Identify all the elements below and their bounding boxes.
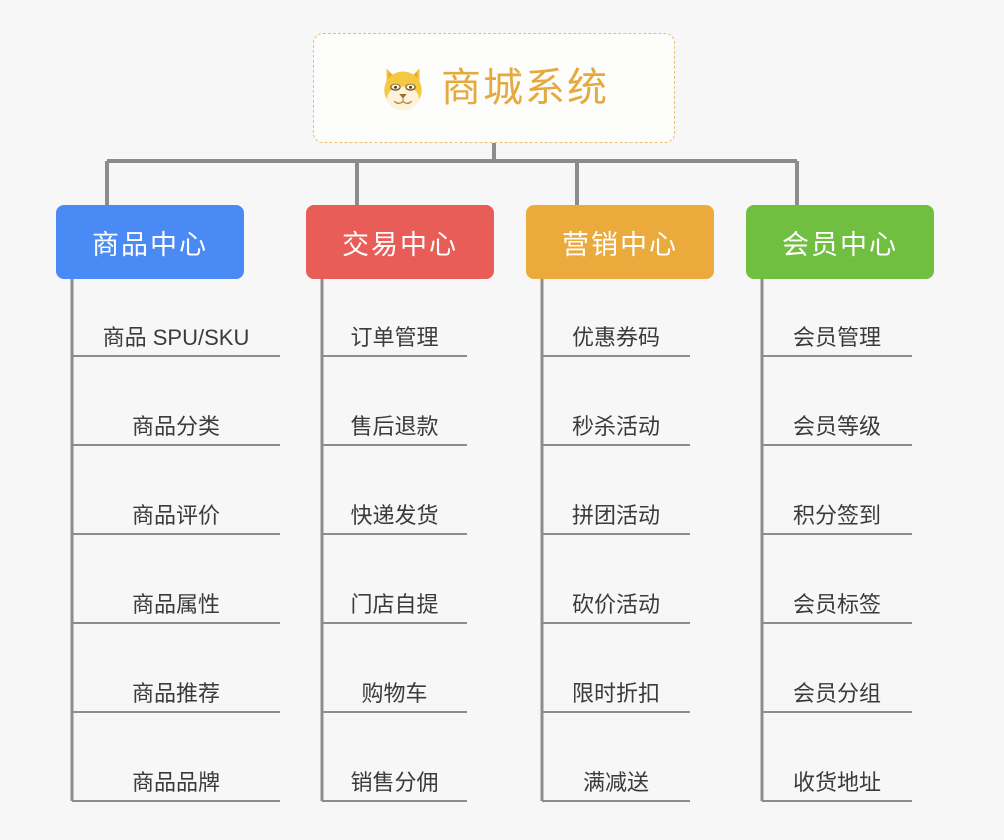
leaf-item-label: 会员管理: [792, 325, 881, 350]
leaf-item-label: 拼团活动: [571, 503, 660, 528]
leaf-item[interactable]: 会员标签: [762, 591, 912, 621]
root-node[interactable]: 商城系统: [313, 33, 675, 143]
leaf-item-label: 商品评价: [131, 503, 220, 528]
leaf-item-label: 优惠券码: [571, 325, 660, 350]
leaf-item[interactable]: 门店自提: [322, 591, 467, 621]
category-header-2[interactable]: 交易中心: [306, 205, 494, 279]
leaf-item-label: 满减送: [582, 770, 649, 795]
leaf-item-label: 积分签到: [792, 503, 881, 528]
leaf-item[interactable]: 会员分组: [762, 680, 912, 710]
leaf-item-label: 会员标签: [792, 592, 881, 617]
leaf-item[interactable]: 商品分类: [72, 413, 280, 443]
leaf-item-label: 销售分佣: [350, 770, 439, 795]
category-header-1[interactable]: 商品中心: [56, 205, 244, 279]
category-header-label: 营销中心: [562, 229, 678, 260]
leaf-item[interactable]: 积分签到: [762, 502, 912, 532]
leaf-item-label: 商品 SPU/SKU: [102, 325, 250, 350]
leaf-item[interactable]: 砍价活动: [542, 591, 690, 621]
leaf-item-label: 会员等级: [792, 414, 881, 439]
leaf-item-label: 会员分组: [792, 681, 881, 706]
category-header-label: 商品中心: [92, 229, 208, 260]
leaf-item-label: 购物车: [361, 681, 428, 706]
leaf-item[interactable]: 收货地址: [762, 769, 912, 799]
leaf-item-label: 秒杀活动: [571, 414, 660, 439]
leaf-item[interactable]: 满减送: [542, 769, 690, 799]
leaf-item[interactable]: 限时折扣: [542, 680, 690, 710]
leaf-item[interactable]: 商品评价: [72, 502, 280, 532]
category-header-3[interactable]: 营销中心: [526, 205, 714, 279]
leaf-item[interactable]: 拼团活动: [542, 502, 690, 532]
leaf-item-label: 售后退款: [350, 414, 439, 439]
root-title: 商城系统: [441, 66, 609, 110]
leaf-item-label: 限时折扣: [571, 681, 660, 706]
leaf-item-label: 砍价活动: [571, 592, 660, 617]
leaf-item-label: 商品推荐: [131, 681, 220, 706]
leaf-item[interactable]: 商品 SPU/SKU: [72, 324, 280, 354]
category-header-4[interactable]: 会员中心: [746, 205, 934, 279]
leaf-item-label: 门店自提: [350, 592, 439, 617]
leaf-item[interactable]: 商品品牌: [72, 769, 280, 799]
leaf-item[interactable]: 商品属性: [72, 591, 280, 621]
leaf-item[interactable]: 订单管理: [322, 324, 467, 354]
leaf-item-label: 收货地址: [792, 770, 881, 795]
leaf-item[interactable]: 售后退款: [322, 413, 467, 443]
shiba-dog-icon: [384, 68, 422, 111]
leaf-item[interactable]: 优惠券码: [542, 324, 690, 354]
leaf-item[interactable]: 商品推荐: [72, 680, 280, 710]
leaf-item-label: 商品分类: [131, 414, 220, 439]
leaf-item[interactable]: 快递发货: [322, 502, 467, 532]
category-header-label: 会员中心: [782, 229, 898, 260]
leaf-item[interactable]: 销售分佣: [322, 769, 467, 799]
leaf-item[interactable]: 秒杀活动: [542, 413, 690, 443]
leaf-item[interactable]: 会员等级: [762, 413, 912, 443]
leaf-item-label: 商品属性: [131, 592, 220, 617]
leaf-item[interactable]: 购物车: [322, 680, 467, 710]
leaf-item[interactable]: 会员管理: [762, 324, 912, 354]
category-header-label: 交易中心: [342, 229, 458, 260]
leaf-item-label: 商品品牌: [131, 770, 220, 795]
leaf-item-label: 订单管理: [350, 325, 439, 350]
leaf-item-label: 快递发货: [350, 503, 439, 528]
